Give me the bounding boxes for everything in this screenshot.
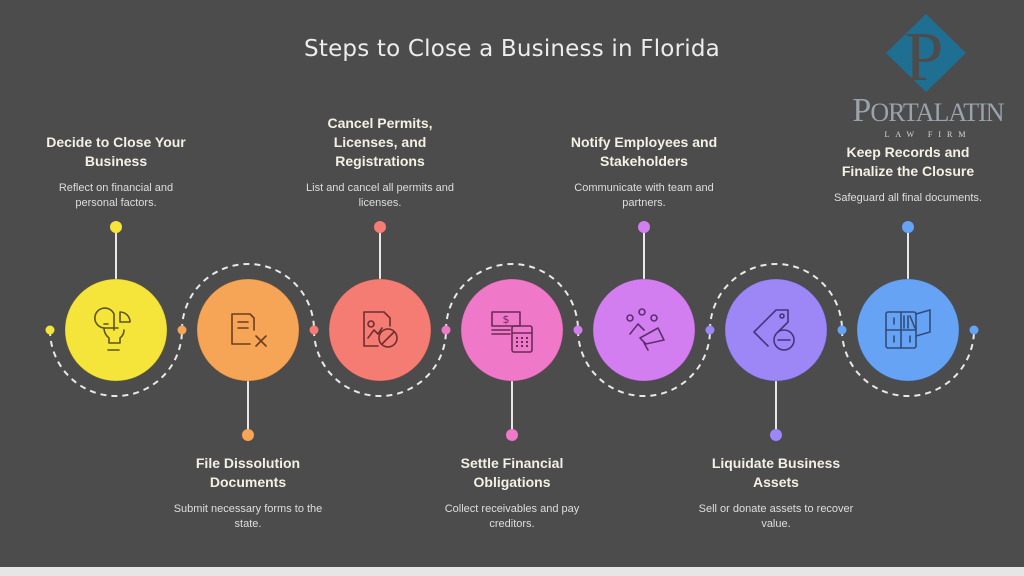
megaphone-team-icon [626,308,665,351]
step-description: List and cancel all permits and licenses… [306,182,454,209]
step-node-3 [328,278,432,382]
logo-name-initial: P [852,92,871,129]
connector-dot [45,325,55,335]
step-description: Reflect on financial and personal factor… [58,182,174,209]
step-title: Notify Employees and Stakeholders [570,134,718,169]
step-description: Safeguard all final documents. [834,192,982,204]
page-title: Steps to Close a Business in Florida [304,36,720,62]
stem-dot [242,429,254,441]
step-circle [64,278,168,382]
step-title: Cancel Permits, Licenses, and Registrati… [327,115,433,169]
step-description: Sell or donate assets to recover value. [698,503,854,530]
bottom-border [0,567,1024,576]
step-3-text: Cancel Permits, Licenses, and Registrati… [285,114,475,211]
stem-dot [110,221,122,233]
money-calculator-icon: $ [491,311,533,353]
step-description: Communicate with team and partners. [574,182,714,209]
step-5-text: Notify Employees and Stakeholders Commun… [549,133,739,211]
lightbulb-icon [94,307,131,351]
portalatin-logo: P PORTALATIN LAW FIRM [838,12,1018,142]
permit-cancel-icon [363,311,398,348]
dashed-connector-arc [313,329,447,397]
logo-letter: P [905,19,944,94]
step-node-6 [724,278,828,382]
stem-dot [902,221,914,233]
document-cancel-icon [231,313,267,347]
step-node-1 [64,278,168,382]
logo-mark-icon: P [886,14,966,96]
step-title: Decide to Close Your Business [46,134,186,169]
dashed-connector-arc [49,329,183,397]
step-node-2 [196,278,300,382]
step-6-text: Liquidate Business Assets Sell or donate… [681,454,871,532]
svg-text:$: $ [503,313,510,326]
step-description: Submit necessary forms to the state. [173,503,323,530]
stem-dot [638,221,650,233]
dashed-connector-arc [841,329,975,397]
dashed-connector-arc [577,329,711,397]
dashed-connector-arc [445,263,579,331]
connector-dot [837,325,847,335]
stem-dot [770,429,782,441]
connector-dot [177,325,187,335]
connector-dot [705,325,715,335]
stem-dot [374,221,386,233]
step-description: Collect receivables and pay creditors. [444,503,580,530]
step-title: Liquidate Business Assets [711,455,841,490]
step-4-text: Settle Financial Obligations Collect rec… [417,454,607,532]
step-title: Settle Financial Obligations [460,455,564,490]
logo-name: PORTALATIN [838,94,1018,130]
step-title: Keep Records and Finalize the Closure [841,144,975,179]
step-1-text: Decide to Close Your Business Reflect on… [21,133,211,211]
filing-cabinet-icon [885,309,931,349]
step-title: File Dissolution Documents [195,455,301,490]
logo-subtitle: LAW FIRM [884,130,972,139]
connector-dot [573,325,583,335]
step-circle [724,278,828,382]
step-circle [196,278,300,382]
connector-dot [441,325,451,335]
step-node-7 [856,278,960,382]
connector-dot [969,325,979,335]
tag-minus-icon [753,309,795,351]
stem-dot [506,429,518,441]
step-2-text: File Dissolution Documents Submit necess… [153,454,343,532]
connector-dot [309,325,319,335]
logo-name-rest: ORTALATIN [870,98,1004,127]
step-node-4: $ [460,278,564,382]
dashed-connector-arc [181,263,315,331]
step-node-5 [592,278,696,382]
dashed-connector-arc [709,263,843,331]
step-7-text: Keep Records and Finalize the Closure Sa… [813,143,1003,206]
